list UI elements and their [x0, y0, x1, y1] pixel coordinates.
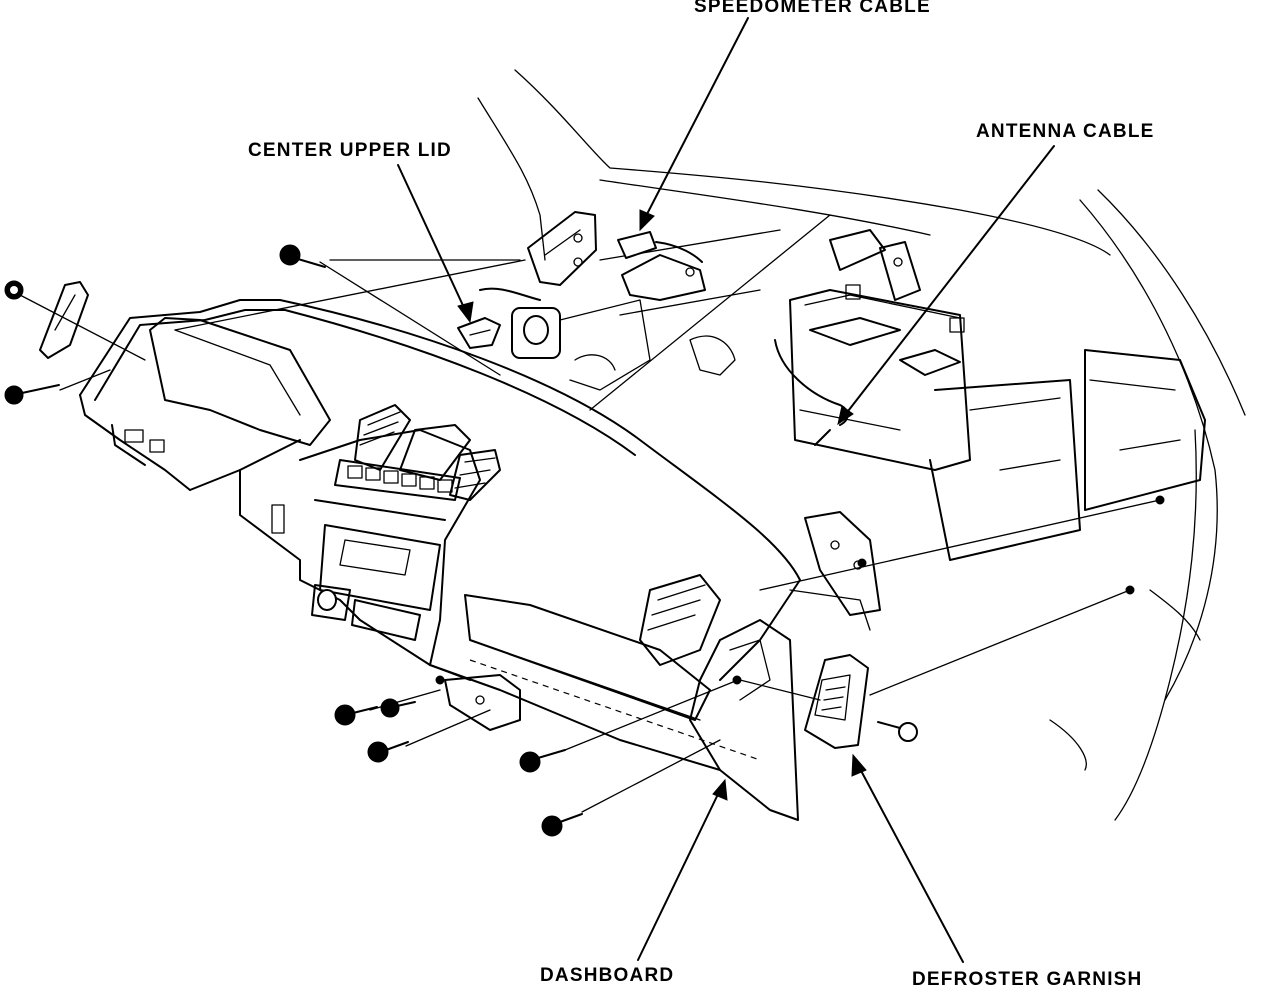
antenna-cable-part: [774, 339, 849, 446]
steering-column-assembly: [479, 211, 781, 391]
center-upper-lid-part: [457, 317, 501, 349]
heater-unit: [789, 229, 1206, 561]
callout-arrows: [397, 17, 1055, 963]
center-upper-lid-label: CENTER UPPER LID: [248, 140, 452, 161]
bolt-top-left: [4, 280, 24, 300]
screw-lower-5: [541, 813, 583, 837]
speedometer-cable-part: [617, 231, 703, 263]
antenna-cable-label: ANTENNA CABLE: [976, 121, 1155, 142]
speedometer-cable-label: SPEEDOMETER CABLE: [694, 0, 931, 17]
dashboard-label: DASHBOARD: [540, 965, 675, 986]
defroster-garnish-label: DEFROSTER GARNISH: [912, 969, 1143, 988]
defroster-garnish-part: [804, 654, 869, 749]
screw-lower-4: [519, 749, 566, 773]
screw-top-center: [279, 244, 326, 268]
screw-garnish: [877, 721, 918, 742]
dashboard-body: [79, 299, 801, 821]
alignment-lines: [19, 214, 1165, 813]
right-bracket: [789, 511, 881, 631]
left-end-cover: [39, 281, 89, 359]
fasteners: [4, 244, 918, 837]
screw-lower-3: [367, 741, 409, 763]
screw-left: [4, 384, 60, 405]
body-frame: [477, 69, 1246, 821]
screw-lower-1: [334, 704, 378, 726]
